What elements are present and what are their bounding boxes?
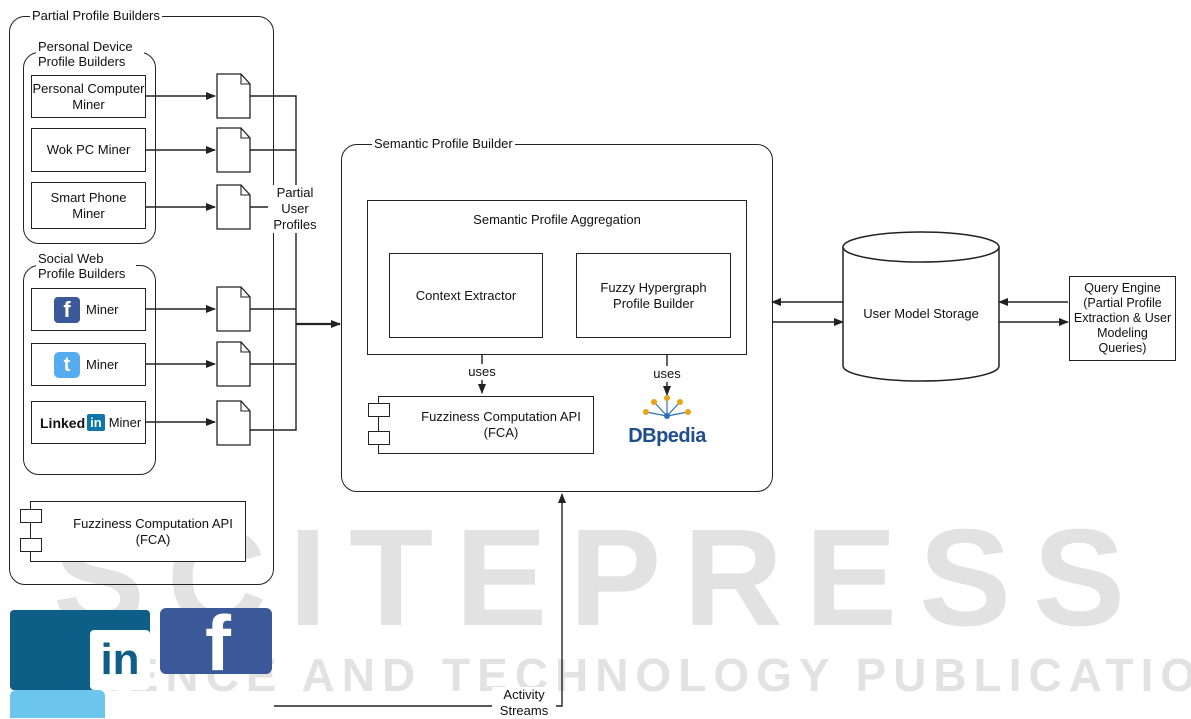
linkedin-icon: Linked in: [40, 414, 105, 431]
uses-label-right: uses: [647, 366, 687, 382]
fca-left-port-top: [20, 509, 42, 523]
twitter-icon: t: [54, 351, 80, 378]
smart-phone-miner-label: Smart Phone Miner: [50, 189, 127, 221]
smart-phone-miner: Smart Phone Miner: [31, 182, 146, 229]
partial-profile-builders-title: Partial Profile Builders: [30, 8, 162, 23]
activity-streams-label: Activity Streams: [492, 687, 556, 719]
context-extractor: Context Extractor: [389, 253, 543, 338]
storage-cylinder: [842, 231, 1000, 382]
linkedin-logo-badge: in: [87, 414, 105, 431]
document-icons: [216, 73, 251, 446]
fca-left-label: Fuzziness Computation API (FCA): [73, 515, 233, 547]
dbpedia-wordmark: DBpedia: [628, 425, 706, 447]
semantic-profile-builder-box: [341, 144, 773, 492]
personal-computer-miner-label: Personal Computer Miner: [32, 80, 145, 112]
dbpedia-network-icon: [643, 395, 691, 419]
twitter-miner: t Miner: [31, 343, 146, 386]
query-engine-box: Query Engine (Partial Profile Extraction…: [1069, 276, 1176, 361]
work-pc-miner: Wok PC Miner: [31, 128, 146, 172]
uses-label-left: uses: [462, 364, 502, 380]
context-extractor-label: Context Extractor: [415, 287, 517, 303]
fca-left-port-bottom: [20, 538, 42, 552]
twitter-watermark-logo: [10, 690, 105, 718]
fca-component-semantic: Fuzziness Computation API (FCA): [378, 396, 594, 454]
user-model-storage-label: User Model Storage: [863, 306, 979, 321]
facebook-miner-label: Miner: [86, 301, 119, 317]
arrow-activity-streams: [274, 493, 566, 707]
dbpedia-logo: DBpedia: [624, 394, 710, 447]
fuzzy-builder-label: Fuzzy Hypergraph Profile Builder: [600, 279, 707, 311]
fca-component-left: Fuzziness Computation API (FCA): [30, 501, 246, 562]
personal-computer-miner: Personal Computer Miner: [31, 75, 146, 118]
fca-semantic-port-bottom: [368, 431, 390, 445]
partial-user-profiles-label: Partial User Profiles: [268, 185, 322, 233]
social-web-title: Social Web Profile Builders: [36, 251, 136, 281]
semantic-profile-aggregation-box: [367, 200, 747, 355]
facebook-icon: f: [54, 296, 80, 323]
fuzzy-hypergraph-profile-builder: Fuzzy Hypergraph Profile Builder: [576, 253, 731, 338]
facebook-miner: f Miner: [31, 288, 146, 331]
twitter-miner-label: Miner: [86, 356, 119, 372]
linkedin-miner-label: Miner: [108, 414, 142, 430]
linkedin-miner: Linked in Miner: [31, 401, 146, 444]
semantic-profile-aggregation-title: Semantic Profile Aggregation: [473, 212, 641, 227]
semantic-profile-builder-title: Semantic Profile Builder: [372, 136, 515, 151]
personal-device-title: Personal Device Profile Builders: [36, 39, 144, 69]
facebook-watermark-logo: f: [160, 608, 272, 674]
linkedin-logo-text: Linked: [40, 414, 86, 431]
query-engine-label: Query Engine (Partial Profile Extraction…: [1073, 281, 1172, 355]
work-pc-miner-label: Wok PC Miner: [46, 142, 131, 157]
fca-semantic-port-top: [368, 403, 390, 417]
fca-semantic-label: Fuzziness Computation API (FCA): [421, 409, 581, 440]
linkedin-watermark-logo: in: [10, 610, 150, 690]
